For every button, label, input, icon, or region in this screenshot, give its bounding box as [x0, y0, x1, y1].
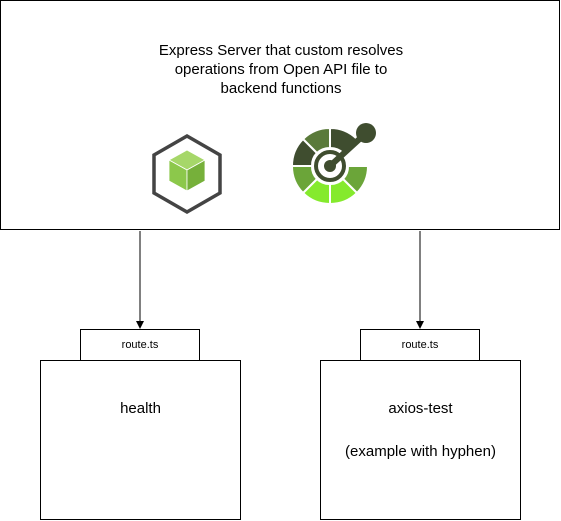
openapi-icon: [290, 123, 376, 206]
route-subtitle-axios-test: (example with hyphen): [345, 443, 496, 460]
route-tab-label: route.ts: [121, 339, 159, 351]
nodejs-icon: [152, 133, 222, 215]
route-tab-label: route.ts: [401, 339, 439, 351]
route-title-axios-test: axios-test: [388, 400, 453, 417]
server-description-line-2: operations from Open API file to: [174, 61, 388, 78]
route-tab-health: route.ts: [80, 329, 200, 361]
server-description: Express Server that custom resolves oper…: [1, 41, 561, 98]
route-title-health: health: [120, 400, 161, 417]
server-description-line-3: backend functions: [220, 80, 342, 97]
route-box-health: health: [40, 360, 241, 520]
route-tab-axios-test: route.ts: [360, 329, 480, 361]
server-description-line-1: Express Server that custom resolves: [158, 42, 404, 59]
route-box-axios-test: axios-test (example with hyphen): [320, 360, 521, 520]
express-server-box: Express Server that custom resolves oper…: [0, 0, 560, 230]
